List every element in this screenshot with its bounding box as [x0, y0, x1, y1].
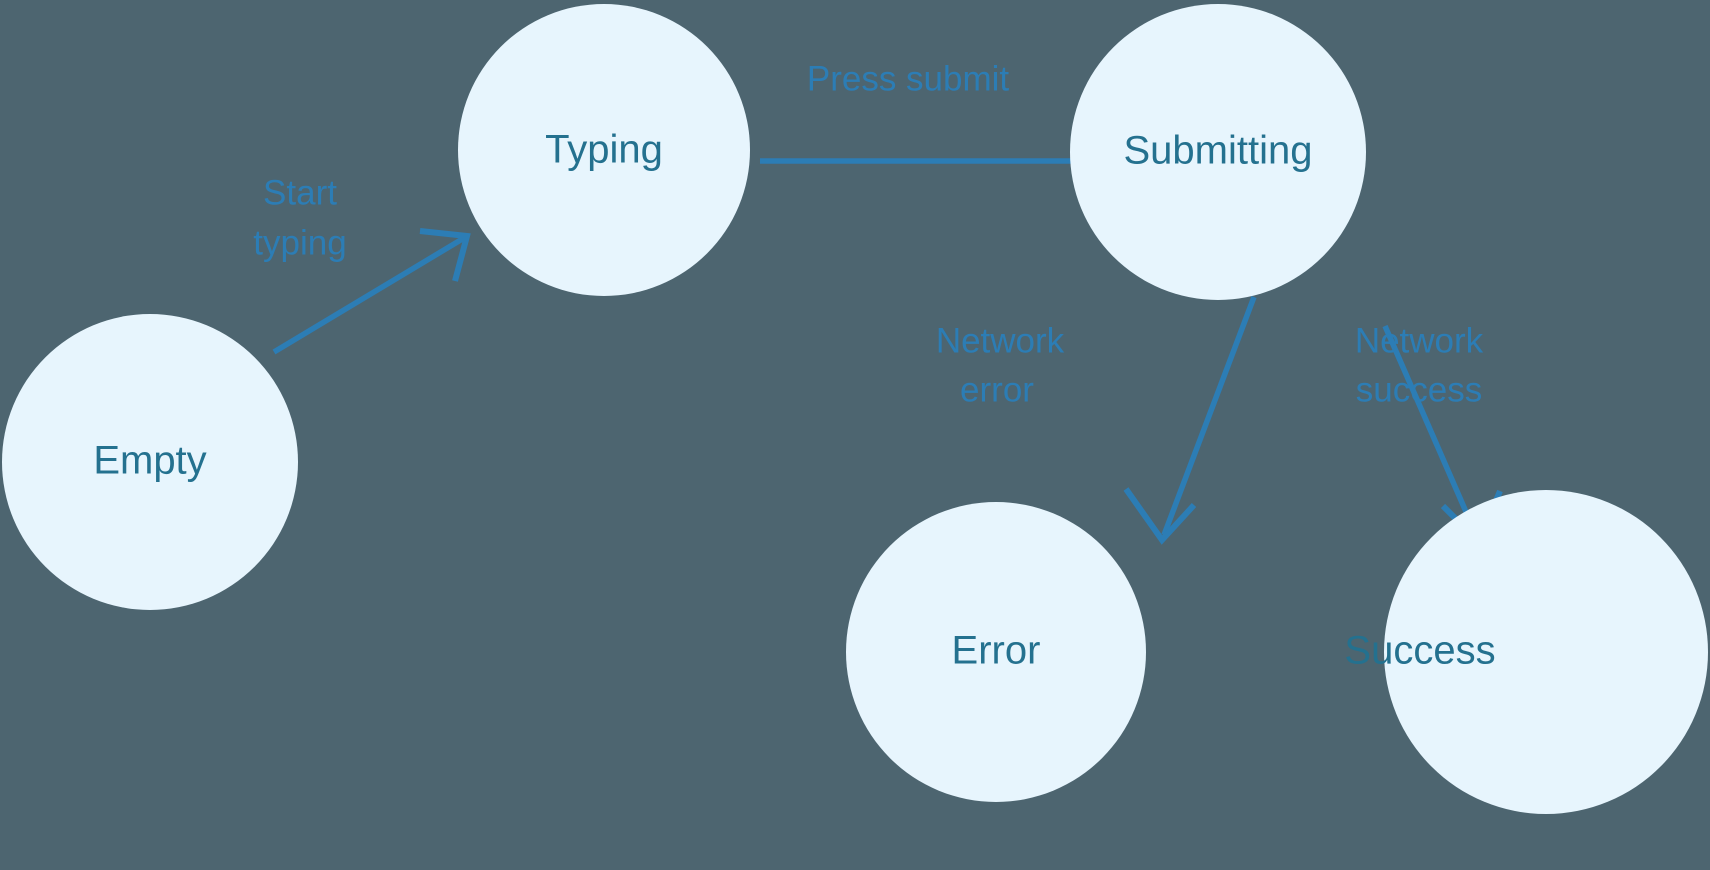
- edge-label-line: success: [1356, 370, 1482, 409]
- edge-label-press-submit: Press submit: [807, 59, 1010, 98]
- edge-label-line: error: [960, 370, 1034, 409]
- edge-line: [272, 235, 466, 355]
- node-typing-label: Typing: [545, 128, 663, 172]
- node-empty[interactable]: Empty: [2, 314, 298, 610]
- node-success-label: Success: [1344, 629, 1495, 673]
- node-empty-circle[interactable]: [2, 314, 298, 610]
- node-typing-circle[interactable]: [458, 4, 750, 296]
- edge-submitting-to-error: [1123, 296, 1257, 545]
- arrowhead-icon: [419, 228, 471, 282]
- edge-label-line: typing: [253, 223, 346, 262]
- edge-line: [1382, 324, 1480, 539]
- node-error[interactable]: Error: [846, 502, 1146, 802]
- edge-label-line: Network: [1355, 321, 1484, 360]
- node-error-label: Error: [952, 629, 1041, 673]
- edge-line: [1161, 296, 1257, 536]
- node-empty-label: Empty: [93, 439, 206, 483]
- edge-label-network-success: Network success: [1355, 321, 1484, 409]
- node-typing[interactable]: Typing: [458, 4, 750, 296]
- edge-label-line: Network: [936, 321, 1065, 360]
- arrowhead-icon: [1123, 487, 1197, 545]
- node-submitting-label: Submitting: [1124, 129, 1313, 173]
- node-error-circle[interactable]: [846, 502, 1146, 802]
- node-submitting[interactable]: Submitting: [1070, 4, 1366, 300]
- edge-label-start-typing: Start typing: [253, 173, 346, 262]
- node-success[interactable]: Success: [1344, 490, 1708, 814]
- edge-label-line: Press submit: [807, 59, 1010, 98]
- edge-label-line: Start: [263, 173, 337, 212]
- edge-empty-to-typing: [272, 228, 471, 355]
- node-submitting-circle[interactable]: [1070, 4, 1366, 300]
- node-success-circle[interactable]: [1384, 490, 1708, 814]
- edge-label-network-error: Network error: [936, 321, 1065, 409]
